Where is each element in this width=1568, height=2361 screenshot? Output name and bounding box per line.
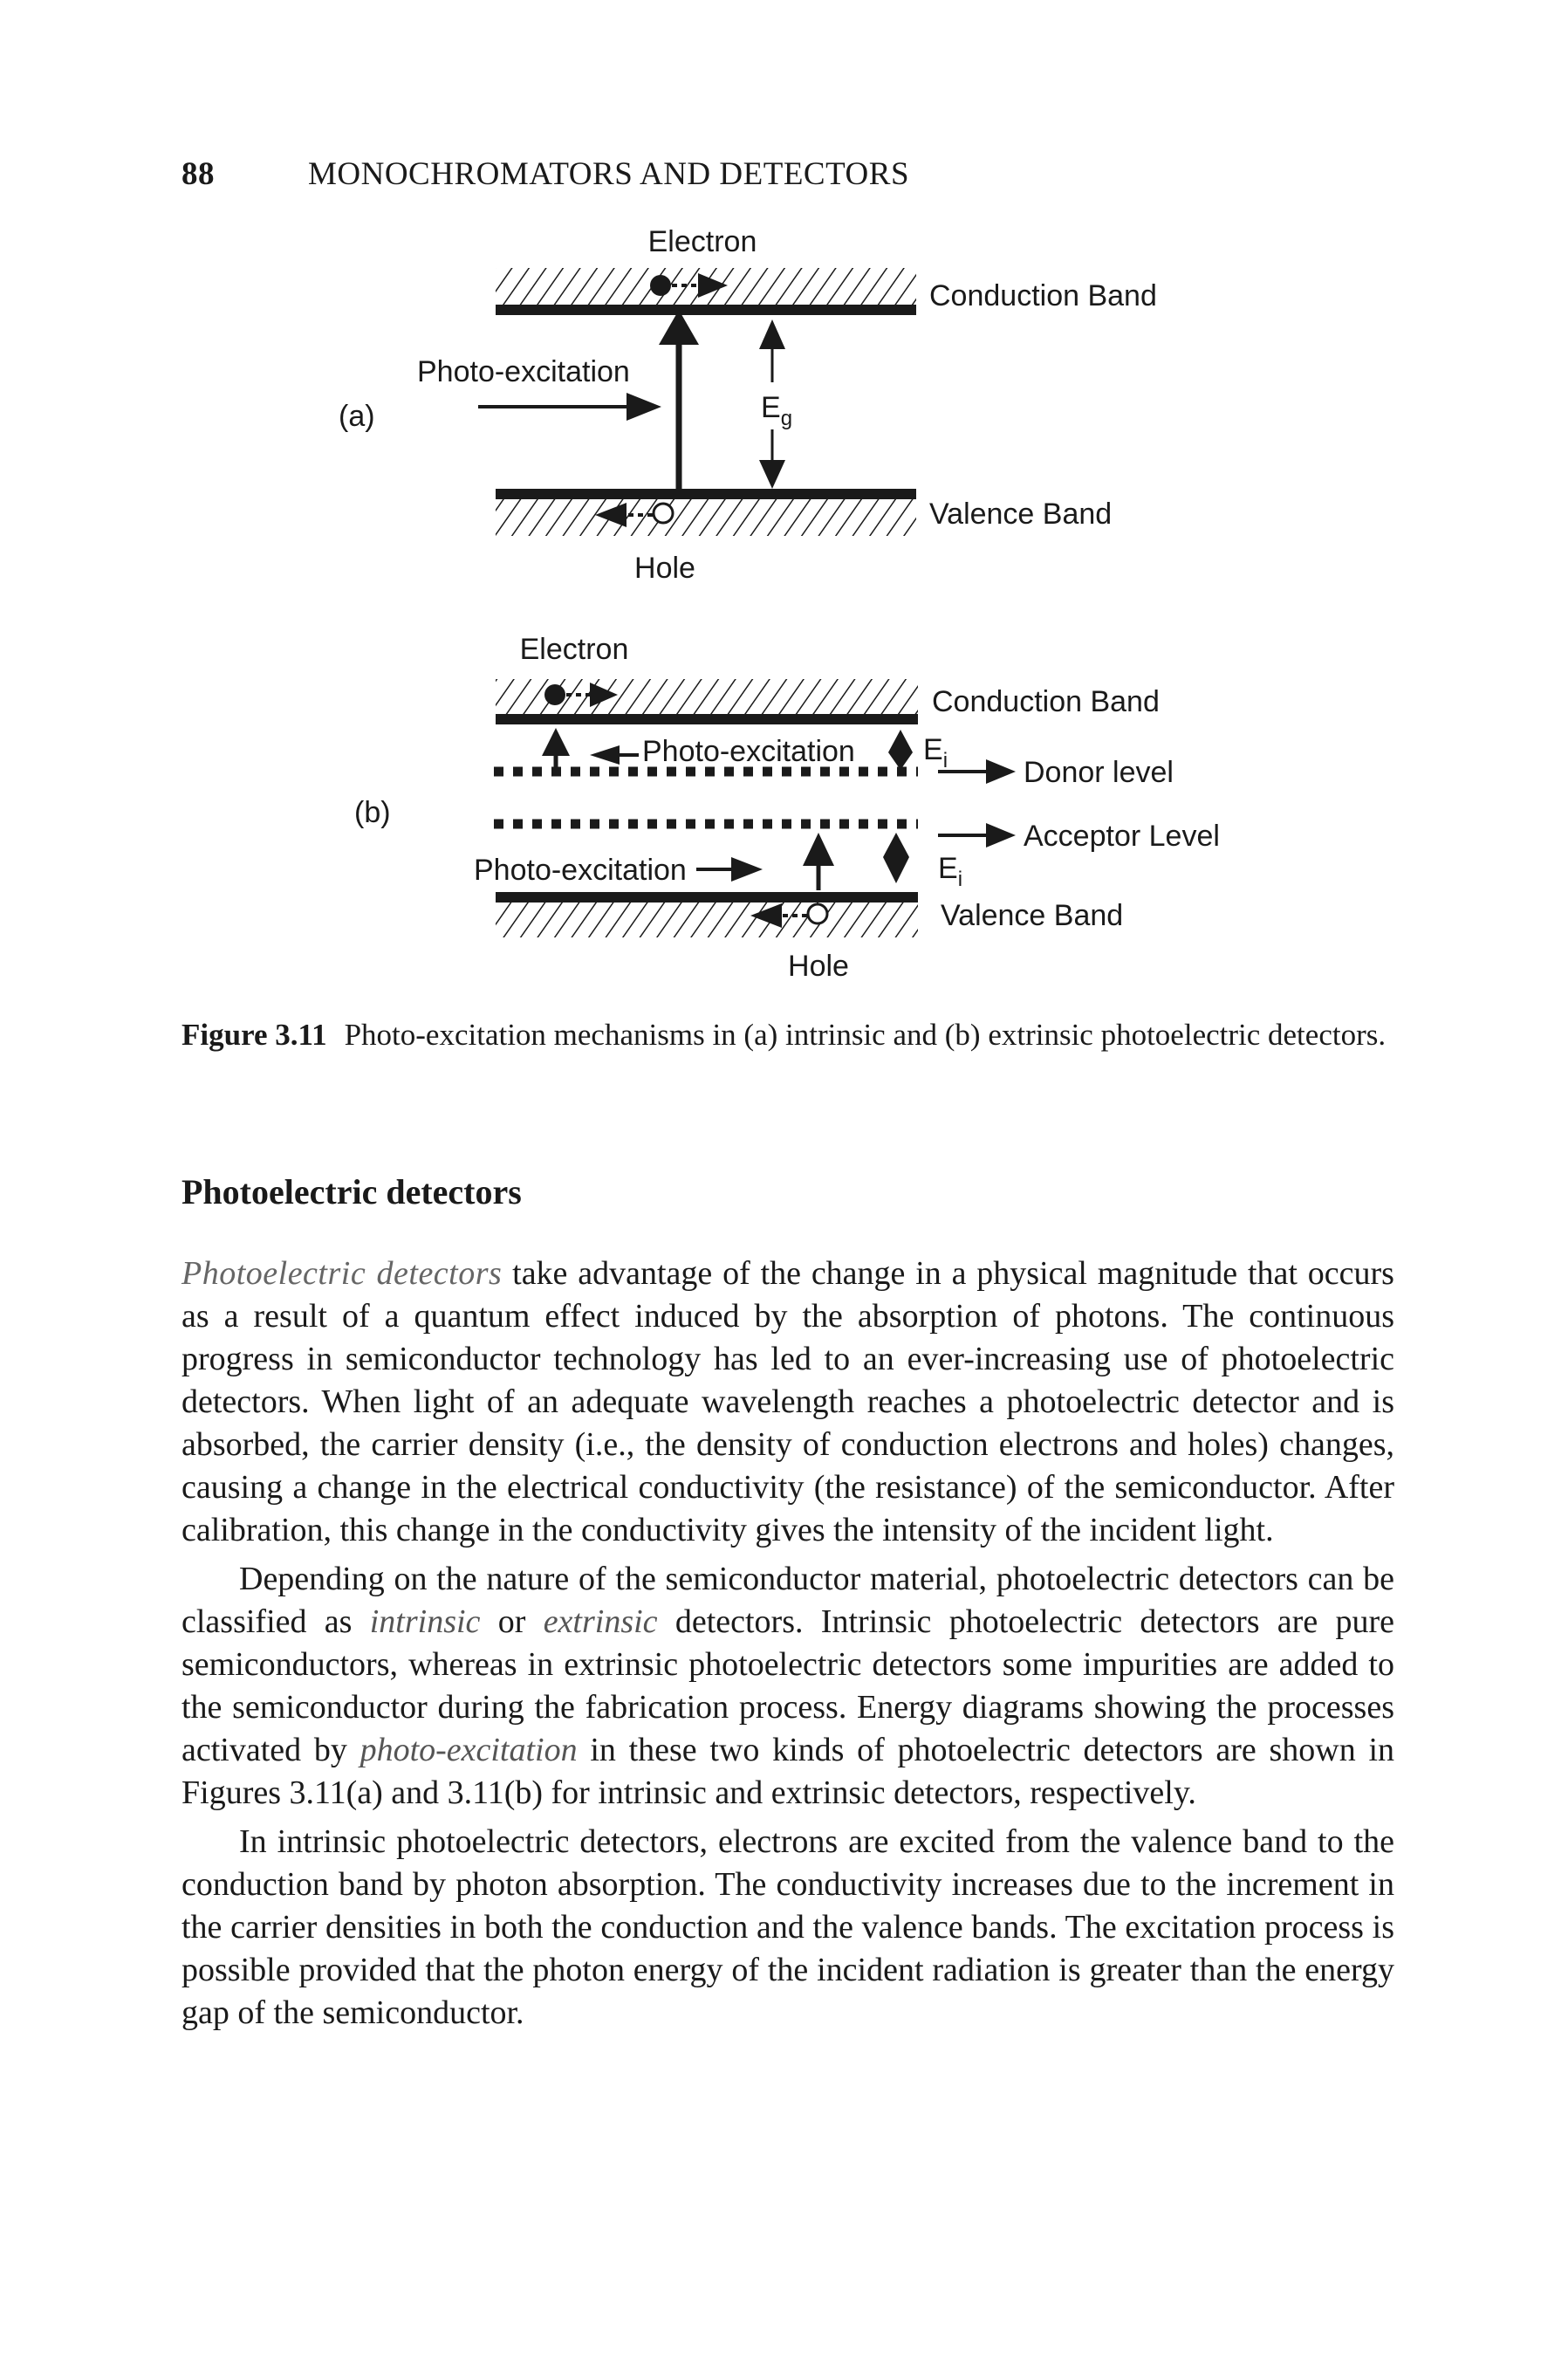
ei-sub-bottom: i (958, 868, 962, 891)
photon-arrow-a (627, 393, 661, 421)
paragraph-3: In intrinsic photoelectric detectors, el… (181, 1823, 1394, 2031)
donor-pointer-arrow (986, 759, 1016, 784)
paragraph-2-text-1: Depending on the nature of the semicondu… (181, 1561, 1394, 1640)
paragraph-2: Depending on the nature of the semicondu… (181, 1558, 1394, 1815)
ei-arrow-up-bottom (883, 833, 909, 857)
valence-band-hatch-a (496, 499, 916, 536)
donor-transition-arrow (542, 728, 570, 756)
electron-b (544, 684, 565, 705)
photon-arrow-b-top (590, 745, 620, 765)
acceptor-pointer-arrow (986, 823, 1016, 848)
photon-arrow-b-bottom (731, 857, 763, 882)
valence-band-hatch-b (496, 903, 918, 937)
electron-arrow-a (698, 273, 728, 298)
hole-b (806, 903, 829, 925)
page-number: 88 (181, 156, 215, 192)
ei-arrow-up-top (888, 730, 913, 752)
photo-excitation-label-a: Photo-excitation (417, 355, 630, 388)
valence-band-label-b: Valence Band (941, 899, 1123, 932)
conduction-band-label-a: Conduction Band (929, 279, 1157, 312)
paragraph-2-text-4: in these two kinds of photoelectric dete… (181, 1732, 1394, 1811)
photo-excitation-label-b-top: Photo-excitation (642, 735, 855, 768)
valence-band-label-a: Valence Band (929, 498, 1112, 531)
running-title: MONOCHROMATORS AND DETECTORS (308, 156, 910, 192)
conduction-band-hatch-b (496, 679, 918, 714)
electron-label-b: Electron (520, 633, 629, 666)
hole-label-a: Hole (634, 552, 695, 585)
transition-arrow-a (659, 310, 699, 345)
donor-level-label: Donor level (1024, 756, 1174, 789)
electron-label-a: Electron (648, 225, 757, 258)
section-heading: Photoelectric detectors (181, 1172, 522, 1211)
conduction-band-label-b: Conduction Band (932, 685, 1160, 718)
acceptor-transition-arrow (803, 833, 834, 866)
ei-main-bottom: E (938, 852, 958, 885)
photo-excitation-label-b-bottom: Photo-excitation (474, 854, 687, 887)
valence-band-b (496, 892, 918, 903)
acceptor-ionization-label: Ei (938, 852, 962, 891)
hole-arrow-b (750, 903, 782, 928)
caption-text: Photo-excitation mechanisms in (a) intri… (344, 1018, 1387, 1052)
conduction-band-a (496, 305, 916, 315)
panel-label-b: (b) (354, 796, 391, 829)
hole-a (652, 502, 674, 525)
ei-arrow-down-top (888, 752, 913, 770)
ei-sub-top: i (943, 749, 948, 772)
electron-a (650, 275, 671, 296)
energy-gap-label-a: Eg (761, 391, 792, 430)
panel-label-a: (a) (339, 400, 375, 433)
donor-ionization-label: Ei (923, 733, 948, 772)
hole-arrow-a (595, 503, 627, 527)
electron-arrow-b (590, 683, 618, 707)
term-extrinsic: extrinsic (543, 1603, 658, 1640)
paragraph-2-text-3: detectors. Intrinsic photoelectric detec… (181, 1603, 1395, 1768)
figure-label: Figure 3.11 (181, 1018, 327, 1052)
acceptor-level-label: Acceptor Level (1024, 820, 1220, 853)
conduction-band-b (496, 714, 918, 724)
paragraph-1: Photoelectric detectors take advantage o… (181, 1253, 1394, 1552)
diagram-a: Electron Conduction Band Photo-excitatio… (339, 225, 1157, 585)
valence-band-a (496, 489, 916, 499)
paragraph-1-text: take advantage of the change in a physic… (181, 1255, 1394, 1548)
term-photoelectric-detectors: Photoelectric detectors (181, 1255, 503, 1292)
term-intrinsic: intrinsic (369, 1603, 481, 1640)
running-head: 88 MONOCHROMATORS AND DETECTORS (181, 155, 1403, 193)
eg-sub: g (781, 407, 792, 430)
gap-arrow-down-a (759, 460, 785, 489)
figure-caption: Figure 3.11 Photo-excitation mechanisms i… (181, 1014, 1394, 1056)
term-photo-excitation: photo-excitation (359, 1732, 578, 1768)
energy-band-figure: Electron Conduction Band Photo-excitatio… (339, 225, 1220, 983)
paragraph-2-text-2: or (480, 1603, 544, 1640)
body-text: Photoelectric detectors take advantage o… (181, 1253, 1394, 2041)
hole-label-b: Hole (788, 950, 849, 983)
gap-arrow-up-a (759, 319, 785, 349)
eg-main: E (761, 391, 781, 424)
diagram-b: Electron Conduction Band Photo-excitatio… (354, 633, 1220, 983)
ei-main-top: E (923, 733, 943, 766)
ei-arrow-down-bottom (883, 857, 909, 883)
